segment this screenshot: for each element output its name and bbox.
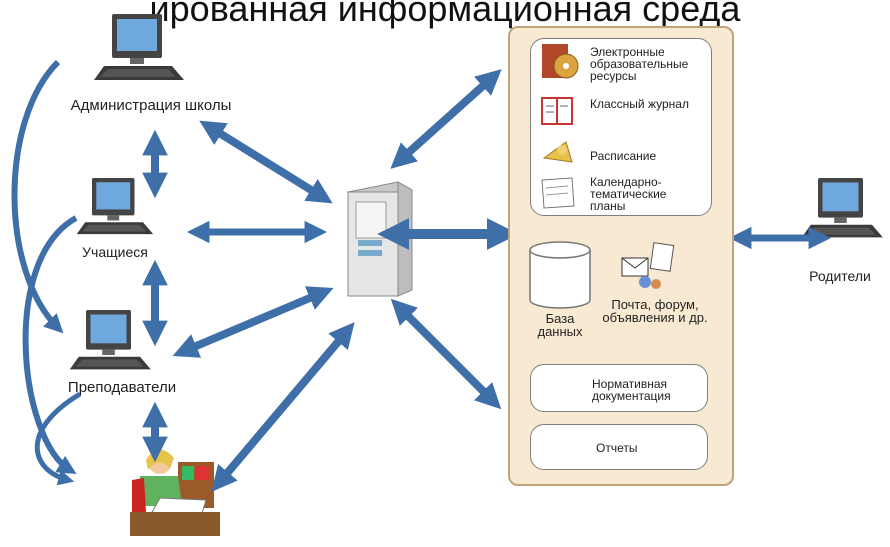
- diagram-title-fragment: ированная информационная среда: [149, 0, 741, 29]
- admin-label: Администрация школы: [70, 97, 232, 114]
- docs-label: Нормативная документация: [592, 377, 671, 403]
- database-label: База данных: [537, 311, 583, 339]
- mail-forum-label: Почта, форум, объявления и др.: [602, 297, 708, 325]
- resource-journal-label: Классный журнал: [590, 97, 689, 111]
- database-icon: [529, 241, 591, 309]
- journal-icon: [541, 97, 573, 125]
- resource-schedule-label: Расписание: [590, 149, 657, 163]
- calendar-book-icon: [541, 177, 575, 209]
- reports-box: [530, 424, 708, 470]
- reports-label: Отчеты: [596, 441, 638, 455]
- mail-forum-icon: [621, 242, 675, 289]
- resource-electronic-label: Электронные образовательные ресурсы: [590, 45, 689, 83]
- resource-plans-label: Календарно-тематические планы: [590, 175, 667, 213]
- student-reading-icon: [130, 449, 220, 536]
- parents-label: Родители: [809, 268, 871, 284]
- students-label: Учащиеся: [82, 244, 148, 260]
- docs-box: [530, 364, 708, 412]
- book-cd-icon: [542, 44, 579, 79]
- bell-icon: [542, 141, 573, 163]
- server-icon: [346, 181, 414, 297]
- teachers-label: Преподаватели: [67, 379, 177, 396]
